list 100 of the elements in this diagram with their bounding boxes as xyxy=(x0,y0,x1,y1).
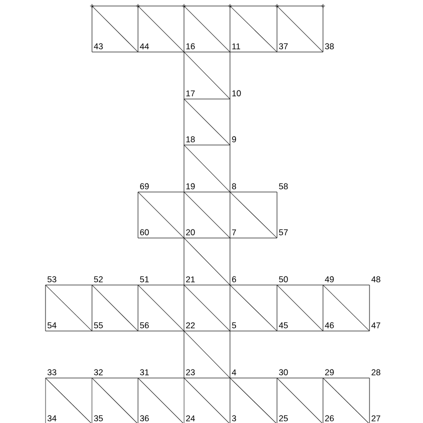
mesh-line xyxy=(276,6,278,52)
vertex-mark xyxy=(90,4,94,8)
mesh-line xyxy=(184,330,230,378)
mesh-line xyxy=(138,284,184,286)
node-number: 37 xyxy=(279,43,288,50)
node-number: 48 xyxy=(371,276,380,282)
node-number: 51 xyxy=(140,276,149,282)
mesh-line xyxy=(369,284,370,332)
node-number: 10 xyxy=(232,90,241,96)
mesh-line xyxy=(230,284,278,286)
mesh-line xyxy=(92,378,138,423)
mesh-line xyxy=(138,378,184,423)
mesh-line xyxy=(45,284,92,286)
node-number: 58 xyxy=(279,183,288,190)
node-number: 43 xyxy=(94,43,103,50)
mesh-line xyxy=(138,330,184,332)
mesh-line xyxy=(369,378,370,423)
mesh-line xyxy=(184,330,230,332)
node-number: 3 xyxy=(232,415,236,422)
mesh-line xyxy=(45,378,92,423)
vertex-mark xyxy=(228,4,232,8)
node-number: 50 xyxy=(279,276,288,282)
mesh-line xyxy=(230,330,278,332)
node-number: 31 xyxy=(140,369,149,376)
node-number: 38 xyxy=(325,43,334,50)
mesh-line xyxy=(45,378,46,423)
node-number: 4 xyxy=(232,369,236,376)
vertex-mark xyxy=(136,4,140,8)
node-number: 44 xyxy=(140,43,149,50)
mesh-line xyxy=(276,284,324,286)
mesh-line xyxy=(184,6,230,52)
node-number: 6 xyxy=(232,276,236,282)
mesh-line xyxy=(230,284,278,332)
mesh-line xyxy=(184,378,230,423)
mesh-line xyxy=(45,284,46,332)
mesh-line xyxy=(322,6,324,52)
mesh-line xyxy=(276,284,324,332)
mesh-line xyxy=(276,6,324,52)
node-number: 25 xyxy=(279,415,288,422)
mesh-line xyxy=(184,284,230,332)
node-number: 17 xyxy=(186,90,195,96)
node-number: 26 xyxy=(325,415,334,422)
node-number: 45 xyxy=(278,322,288,328)
node-number: 35 xyxy=(94,415,103,422)
mesh-line xyxy=(322,378,324,423)
node-number: 5 xyxy=(232,322,236,328)
node-number: 57 xyxy=(279,229,288,236)
mesh-line xyxy=(184,98,230,146)
node-number: 29 xyxy=(325,369,334,376)
node-number: 49 xyxy=(324,276,334,282)
mesh-line xyxy=(184,144,230,146)
node-number: 46 xyxy=(324,322,334,328)
mesh-line xyxy=(276,378,278,423)
node-number: 47 xyxy=(371,322,380,328)
mesh-line xyxy=(92,284,138,332)
node-number: 55 xyxy=(94,322,103,328)
node-number: 7 xyxy=(232,229,236,236)
node-number: 69 xyxy=(140,183,149,190)
mesh-line xyxy=(230,192,278,238)
mesh-line xyxy=(322,284,324,332)
mesh-line xyxy=(184,284,230,286)
mesh-line xyxy=(322,284,370,332)
vertex-mark xyxy=(320,4,326,8)
mesh-line xyxy=(184,144,230,192)
mesh-line xyxy=(184,238,230,286)
node-number: 20 xyxy=(186,229,195,236)
mesh-line xyxy=(92,330,138,332)
mesh-line xyxy=(138,284,184,332)
node-number: 30 xyxy=(279,369,288,376)
mesh-line xyxy=(322,378,370,423)
mesh-line xyxy=(322,284,370,286)
mesh-line xyxy=(184,52,230,100)
node-number: 56 xyxy=(140,322,149,328)
node-number: 23 xyxy=(186,369,195,376)
mesh-line xyxy=(138,192,184,238)
vertex-mark xyxy=(274,4,280,8)
vertex-mark xyxy=(182,4,186,8)
mesh-line xyxy=(45,330,92,332)
mesh-line xyxy=(276,284,278,332)
node-number: 36 xyxy=(140,415,149,422)
node-number: 19 xyxy=(186,183,195,190)
node-number: 34 xyxy=(48,415,56,422)
node-number: 33 xyxy=(48,369,56,376)
mesh-line xyxy=(276,192,278,238)
mesh-line xyxy=(230,378,278,423)
node-number: 9 xyxy=(232,136,236,142)
node-number: 52 xyxy=(94,276,103,282)
node-number: 60 xyxy=(140,229,149,236)
mesh-line xyxy=(230,6,278,52)
node-number: 21 xyxy=(186,276,195,282)
mesh-line xyxy=(276,378,324,423)
node-number: 11 xyxy=(232,43,240,50)
mesh-line xyxy=(45,284,92,332)
node-number: 28 xyxy=(372,369,380,376)
node-number: 32 xyxy=(94,369,103,376)
mesh-line xyxy=(92,6,138,52)
mesh-line xyxy=(184,192,230,238)
node-number: 22 xyxy=(186,322,195,328)
node-number: 27 xyxy=(372,415,380,422)
node-number: 16 xyxy=(186,43,195,50)
